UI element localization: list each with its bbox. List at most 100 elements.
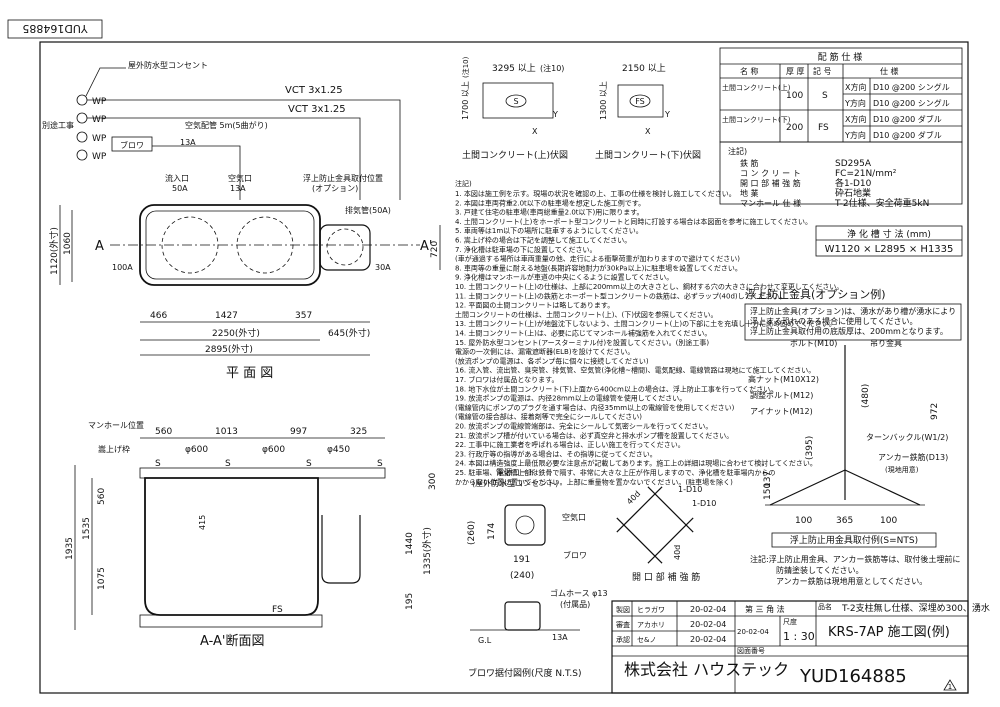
section-a2-mark: A'	[420, 239, 432, 254]
note-line: 5. 車両等は1m以下の場所に駐車するようにしてください。	[455, 226, 643, 235]
vct-line-2	[87, 117, 361, 200]
blower-detail-label: ブロワ	[563, 550, 587, 560]
note-line: 19. 放流ポンプの電源は、内径28mm以上の電線管を使用してください。	[455, 394, 686, 403]
blower-fan	[515, 515, 535, 535]
tank-size-value: W1120 × L2895 × H1335	[825, 244, 954, 255]
note-line: 3. 戸建て住宅の駐車場(車両総重量2.0t以下)用に限ります。	[455, 208, 644, 217]
title-block-frame	[611, 600, 969, 694]
caption-box	[771, 532, 937, 548]
tb-scale: 1 : 30	[783, 630, 815, 643]
blower-label: ブロワ	[120, 140, 144, 150]
row1-dir: X方向	[845, 82, 866, 92]
hnut-label: 高ナット(M10X12)	[748, 374, 819, 384]
notes-block: 注記) 1. 本図は施工例を示す。現場の状況を確認の上、工事の仕様を検討し施工し…	[455, 179, 843, 486]
upper-height-note: (注10)	[461, 56, 470, 78]
plan-view: WP WP WP WP 屋外防水型コンセント 別途工事 VCT 3x1.25 V…	[42, 60, 441, 381]
float-note-5: 防錆塗装してください。	[776, 565, 864, 575]
drain-pipe-label: 排気管(50A)	[345, 205, 391, 215]
dim-260: (260)	[467, 521, 477, 545]
dim-480: (480)	[861, 384, 871, 408]
wp-outlet-4	[76, 149, 88, 161]
opening-bar-1: 1-D10	[678, 485, 702, 494]
col-name: 名 称	[740, 66, 759, 76]
tank-section-body	[144, 477, 319, 616]
rebar-header: 配 筋 仕 様	[818, 51, 863, 63]
float-caption: 浮上防止用金具取付例(S=NTS)	[790, 534, 918, 546]
fs-mark: FS	[272, 605, 283, 615]
float-note-box	[744, 303, 962, 341]
remark-k3: 開 口 部 補 強 筋	[740, 178, 801, 188]
float-fitting-label: 浮上防止金具取付位置	[303, 173, 383, 183]
pump-section-body	[321, 515, 361, 584]
tb-model: KRS-7AP 施工図(例)	[828, 625, 950, 640]
anchor-legs	[769, 469, 921, 506]
dim-1120: 1120(外寸)	[48, 227, 60, 275]
s-mark-3: S	[306, 459, 312, 469]
tb-date-mark: 20-02-04	[737, 628, 769, 636]
upper-y: Y	[552, 110, 558, 119]
wp-outlet-2	[76, 112, 88, 124]
float-note-2: 浮上する恐れのある場合に使用してください。	[750, 316, 918, 326]
sec-dim-1075: 1075	[97, 567, 107, 590]
remark-v1: SD295A	[835, 159, 872, 169]
dim-395: (395)	[805, 436, 815, 460]
tb-r1-date: 20-02-04	[690, 605, 726, 614]
note-line: 8. 車両等の重量に耐える地盤(長期許容地耐力が30kPa以上)に駐車場を設置し…	[455, 263, 742, 272]
sec-dim-1335: 1335(外寸)	[421, 527, 433, 575]
tank-size-box: 浄 化 槽 寸 法 (mm) W1120 × L2895 × H1335	[815, 225, 963, 257]
note-line: 13. 土間コンクリート(上)が地盤沈下しないよう、土間コンクリート(上)の下部…	[455, 319, 836, 328]
sec-dim-560: 560	[155, 427, 172, 437]
float-title: 浮上防止金具(オプション例)	[745, 287, 886, 301]
wp-label-2: WP	[92, 115, 107, 125]
remark-k1: 鉄 筋	[740, 158, 759, 168]
note-line: 15. 屋外防水型コンセント(アースターミナル付)を設置してください。(別途工事…	[455, 338, 709, 347]
pipe13-label: 13A	[552, 633, 568, 642]
s-mark-1: S	[155, 459, 161, 469]
note-line: 土間コンクリートの仕様は、土間コンクリート(上)、(下)伏図を参照してください。	[455, 310, 718, 319]
tank-size-title: 浄 化 槽 寸 法 (mm)	[847, 228, 931, 240]
lower-slab	[139, 614, 323, 628]
col-sym: 記 号	[813, 66, 832, 76]
note-line: 17. ブロワは付属品となります。	[455, 375, 558, 384]
sec-phi600a: φ600	[185, 445, 208, 455]
row1-name: 土間コンクリート(上)	[722, 83, 791, 92]
tb-drawing-no-label: 図面番号	[737, 647, 765, 655]
lower-title: 土間コンクリート(下)伏図	[595, 149, 701, 161]
air-inlet-size: 13A	[230, 184, 246, 193]
opening-reinforcing-bar	[647, 517, 694, 564]
dim-1060: 1060	[63, 232, 73, 255]
remark-k4: 地 業	[740, 188, 759, 198]
vct-label-2: VCT 3x1.25	[288, 104, 346, 115]
row3-sym: FS	[818, 123, 829, 133]
upper-mark-ellipse	[505, 94, 527, 108]
tb-revision: 1	[948, 683, 952, 691]
note-line: (車が通過する場所は車両重量の他、走行による衝撃荷重が加わりますので避けてくださ…	[455, 254, 740, 263]
row4-spec: D10 @200 ダブル	[873, 130, 942, 140]
blower-body	[504, 504, 546, 546]
note-line: 1. 本図は施工例を示す。現場の状況を確認の上、工事の仕様を検討し施工してくださ…	[455, 189, 736, 198]
section-title: A-A'断面図	[200, 634, 264, 649]
upper-slab-plan	[482, 82, 554, 119]
opening-40d-a: 40d	[625, 489, 642, 506]
note-line: かからない位置に置いてください。上部に重量物を置かないでください。(駐車場を除く…	[455, 477, 733, 486]
tank-size-frame	[815, 225, 963, 257]
section-a-mark: A	[95, 239, 104, 254]
remark-k2: コ ン ク リ ー ト	[740, 169, 801, 178]
gl-label: G.L	[478, 636, 492, 645]
wp-label-1: WP	[92, 97, 107, 107]
upper-width-note: (注10)	[540, 63, 564, 73]
rebar-table: 配 筋 仕 様 名 称 厚 厚 記 号 仕 様 土間コンクリート(上) 100 …	[719, 47, 963, 209]
dim-174: 174	[487, 523, 497, 540]
float-note-3: 浮上防止金具取付用の底版厚は、200mmとなります。	[750, 326, 948, 336]
concrete-plans: 3295 以上 (注10) S 1700 以上 (注10) X Y 土間コンクリ…	[461, 56, 701, 161]
s-mark-4: S	[377, 459, 383, 469]
note-line: 2. 本図は車両荷重2.0t以下の駐車場を想定した施工例です。	[455, 198, 645, 207]
tb-angle: 第 三 角 法	[745, 604, 785, 614]
float-option-label: (オプション)	[312, 184, 358, 193]
note-line: 24. 本図は構造強度上最低限必要な注意点が記載してあります。施工上の詳細は現場…	[455, 459, 817, 468]
inlet-label: 流入口	[165, 173, 189, 183]
remark-v3: 各1-D10	[835, 177, 872, 189]
note-line: 20. 放流ポンプの電線管端部は、完全にシールして気密シールを行ってください。	[455, 422, 712, 431]
tb-name-label: 品名	[818, 602, 832, 611]
